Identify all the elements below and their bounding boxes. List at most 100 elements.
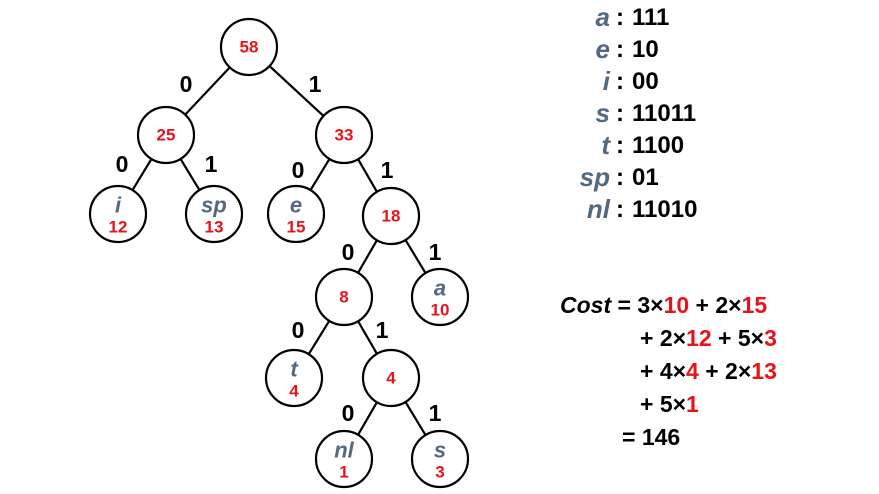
code-value: 01 [632,164,659,191]
edge-bit-label: 1 [429,239,442,265]
tree-edge [357,401,378,436]
edge-bit-label: 0 [342,400,355,426]
cost-weight: 1 [686,391,699,417]
cost-term: = 3× [611,292,664,318]
node-symbol: a [434,276,446,301]
cost-line: + 4×4 + 2×13 [640,358,777,385]
node-circle [314,267,374,327]
internal-node: 58 [219,17,279,77]
internal-node: 33 [314,105,374,165]
leaf-node: nl1 [314,429,374,489]
tree-edge [307,320,331,355]
cost-term: + 2× [698,358,752,384]
node-symbol: e [290,193,302,218]
leaf-node: e15 [266,184,326,244]
internal-node: 8 [314,267,374,327]
code-separator: : [616,68,624,95]
node-weight: 18 [382,207,401,226]
code-symbol: t [601,130,610,160]
code-value: 10 [632,36,659,63]
leaf-node: t4 [264,348,324,408]
edge-bit-label: 1 [205,151,218,177]
internal-node: 18 [361,186,421,246]
node-circle [136,105,196,165]
node-circle [361,348,421,408]
cost-formula: Cost = 3×10 + 2×15 + 2×12 + 5×3 + 4×4 + … [560,292,860,462]
code-table: a : 111 e : 10 i : 00 s : 11011 t : 1100… [560,2,860,232]
cost-term: + 4× [640,358,687,384]
code-separator: : [616,4,624,31]
node-weight: 25 [157,126,176,145]
code-symbol: sp [579,162,610,192]
node-weight: 15 [287,218,306,237]
node-circle [361,186,421,246]
node-weight: 33 [335,126,354,145]
node-circle [410,429,470,489]
tree-edge [357,239,378,274]
tree-edge [357,158,378,193]
node-circle [410,267,470,327]
code-value: 1100 [632,132,685,159]
code-separator: : [616,132,624,159]
node-circle [264,348,324,408]
edge-bit-label: 0 [180,71,193,97]
code-symbol: s [595,98,610,128]
node-weight: 3 [435,463,444,482]
cost-term: + 5× [711,325,765,351]
edge-bit-label: 0 [292,157,305,183]
tree-edge [184,66,231,116]
code-separator: : [616,100,624,127]
node-symbol: sp [201,193,227,218]
node-weight: 10 [431,301,450,320]
cost-weight: 3 [764,325,777,351]
leaf-node: s3 [410,429,470,489]
code-symbol: e [595,34,610,64]
node-weight: 8 [339,288,348,307]
code-value: 00 [632,68,659,95]
cost-weight: 13 [751,358,777,384]
node-circle [184,184,244,244]
node-weight: 58 [240,38,259,57]
node-circle [266,184,326,244]
internal-node: 25 [136,105,196,165]
internal-node: 4 [361,348,421,408]
node-weight: 4 [289,382,299,401]
node-weight: 12 [109,218,128,237]
cost-line: + 2×12 + 5×3 [640,325,777,352]
node-symbol: i [115,193,122,218]
cost-weight: 15 [741,292,768,318]
code-symbol: i [602,66,610,96]
cost-term: + 5× [640,391,687,417]
node-circle [314,105,374,165]
edge-bit-label: 0 [342,239,355,265]
code-separator: : [616,36,624,63]
code-value: 111 [632,4,670,31]
leaf-node: i12 [88,184,148,244]
cost-term: + 2× [689,292,742,318]
cost-line: + 5×1 [640,391,699,418]
edge-bit-label: 0 [116,151,129,177]
node-circle [88,184,148,244]
node-weight: 13 [205,218,224,237]
cost-weight: 4 [686,358,699,384]
cost-weight: 12 [686,325,712,351]
node-weight: 4 [386,369,396,388]
tree-edge [309,158,331,191]
tree-edge [131,158,153,191]
code-symbol: nl [586,194,610,224]
node-weight: 1 [339,463,348,482]
node-symbol: t [290,357,299,382]
edge-bit-label: 1 [381,157,394,183]
tree-edge [404,401,427,436]
leaf-node: a10 [410,267,470,327]
cost-result: = 146 [622,424,681,450]
code-symbol: a [595,2,610,32]
cost-label: Cost [560,292,612,318]
code-value: 11011 [632,100,697,127]
code-separator: : [616,164,624,191]
edge-bit-label: 1 [309,71,322,97]
cost-term: + 2× [640,325,687,351]
edge-bit-label: 1 [429,400,442,426]
